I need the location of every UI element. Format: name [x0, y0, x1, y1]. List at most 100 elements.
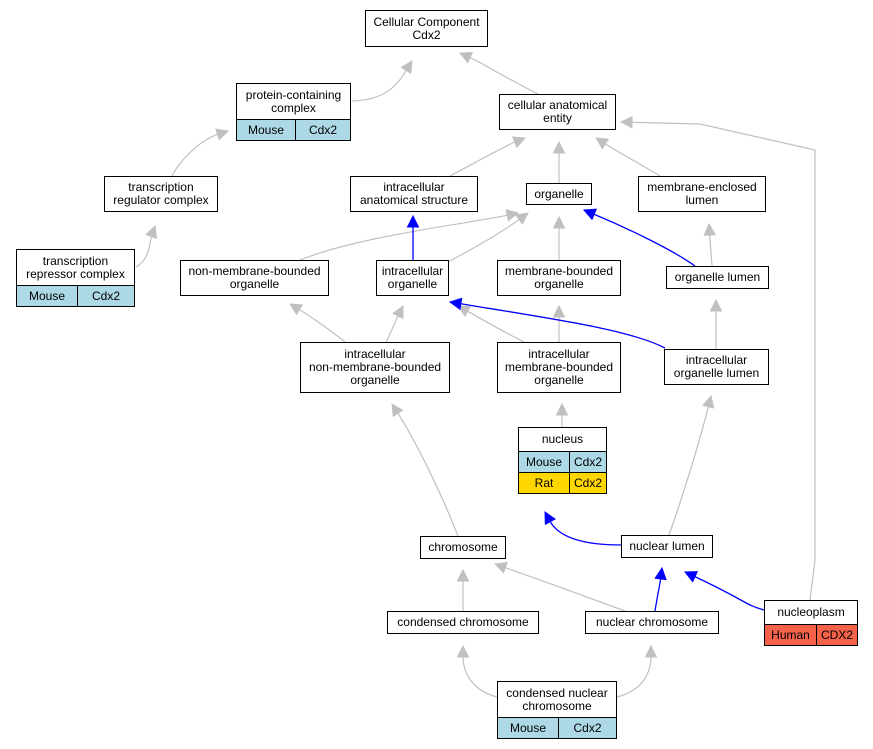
edge-condensed-nuclear-chromosome-to-condensed-chromosome-line	[462, 655, 498, 698]
edge-nuclear-chromosome-to-chromosome	[493, 561, 626, 612]
node-label-line: cellular anatomical	[507, 98, 608, 112]
edge-intracellular-membrane-bounded-organelle-to-membrane-bounded-organelle-arrowhead	[552, 304, 566, 318]
edge-non-membrane-bounded-organelle-to-organelle-line	[299, 214, 509, 261]
node-label-line: transcription	[42, 253, 109, 268]
node-label-line: organelle	[534, 373, 584, 387]
edge-intracellular-organelle-lumen-to-intracellular-organelle-arrowhead	[448, 297, 463, 311]
edge-transcription-regulator-complex-to-protein-containing-complex	[171, 128, 230, 177]
edge-transcription-regulator-complex-to-protein-containing-complex-arrowhead	[215, 128, 230, 141]
node-label-line: protein-containing	[245, 87, 342, 102]
node-label-line: membrane-bounded	[504, 360, 614, 374]
edge-organelle-to-cellular-anatomical-entity-arrowhead	[552, 140, 566, 154]
node-chromosome[interactable]: chromosome	[420, 536, 506, 559]
edge-intracellular-non-membrane-bounded-organelle-to-non-membrane-bounded-organelle-line	[298, 308, 346, 343]
edge-nuclear-lumen-to-intracellular-organelle-lumen-line	[668, 405, 710, 536]
node-label-line: organelle lumen	[673, 366, 760, 380]
node-label-line: non-membrane-bounded	[188, 264, 321, 278]
node-label-line: organelle	[229, 277, 280, 291]
edge-intracellular-anatomical-structure-to-cellular-anatomical-entity	[449, 136, 527, 177]
edge-chromosome-to-intracellular-non-membrane-bounded-organelle	[391, 403, 459, 537]
edge-nucleoplasm-to-cellular-anatomical-entity-arrowhead	[619, 115, 633, 129]
edge-intracellular-organelle-lumen-to-intracellular-organelle	[448, 297, 666, 349]
gene-label: Cdx2	[569, 473, 606, 493]
gene-label: Cdx2	[77, 286, 134, 306]
edge-membrane-enclosed-lumen-to-cellular-anatomical-entity-line	[604, 142, 661, 177]
edge-organelle-lumen-to-organelle-arrowhead	[582, 208, 598, 221]
species-label: Mouse	[525, 454, 563, 469]
edge-organelle-to-cellular-anatomical-entity	[552, 140, 566, 184]
edge-membrane-enclosed-lumen-to-cellular-anatomical-entity	[595, 137, 661, 177]
node-label-line: nuclear lumen	[629, 539, 705, 553]
edge-nucleoplasm-to-nuclear-lumen	[683, 571, 765, 611]
edge-protein-containing-complex-to-cellular-component	[351, 60, 413, 102]
edge-intracellular-organelle-lumen-to-intracellular-organelle-line	[459, 302, 666, 349]
node-label-line: intracellular	[383, 180, 445, 194]
edge-intracellular-organelle-lumen-to-organelle-lumen-arrowhead	[709, 298, 723, 312]
node-organelle-lumen[interactable]: organelle lumen	[666, 266, 769, 289]
edge-organelle-lumen-to-membrane-enclosed-lumen-line	[709, 233, 713, 267]
edge-intracellular-membrane-bounded-organelle-to-membrane-bounded-organelle	[552, 304, 566, 343]
gene-label: Cdx2	[295, 120, 350, 140]
node-nuclear-lumen[interactable]: nuclear lumen	[621, 535, 713, 558]
node-label-line: organelle	[387, 277, 438, 291]
node-label-line: organelle	[350, 373, 400, 387]
edge-intracellular-non-membrane-bounded-organelle-to-intracellular-organelle-arrowhead	[392, 304, 404, 320]
node-label-line: nuclear chromosome	[595, 615, 709, 629]
edge-organelle-lumen-to-membrane-enclosed-lumen	[703, 222, 717, 267]
edge-transcription-regulator-complex-to-protein-containing-complex-line	[171, 133, 219, 177]
edge-membrane-bounded-organelle-to-organelle	[552, 215, 566, 261]
edge-organelle-lumen-to-organelle-line	[592, 213, 696, 267]
edge-condensed-nuclear-chromosome-to-condensed-chromosome-arrowhead	[456, 644, 470, 658]
edge-nuclear-chromosome-to-nuclear-lumen-line	[654, 577, 662, 612]
edge-intracellular-non-membrane-bounded-organelle-to-non-membrane-bounded-organelle	[289, 303, 346, 343]
edge-intracellular-organelle-to-organelle-line	[447, 218, 521, 263]
node-label-line: intracellular	[528, 347, 590, 361]
node-condensed-chromosome[interactable]: condensed chromosome	[387, 611, 539, 634]
edge-intracellular-membrane-bounded-organelle-to-intracellular-organelle	[457, 305, 525, 343]
edge-intracellular-membrane-bounded-organelle-to-intracellular-organelle-arrowhead	[457, 305, 472, 318]
edge-cellular-anatomical-entity-to-cellular-component-arrowhead	[458, 51, 474, 64]
edge-intracellular-organelle-to-organelle-arrowhead	[515, 212, 529, 225]
edge-nucleoplasm-to-nuclear-lumen-line	[693, 575, 765, 611]
edge-non-membrane-bounded-organelle-to-organelle	[299, 209, 520, 261]
node-organelle[interactable]: organelle	[526, 183, 592, 205]
node-label: nucleoplasm	[765, 601, 857, 624]
edge-organelle-lumen-to-organelle	[582, 208, 696, 267]
edge-transcription-repressor-complex-to-transcription-regulator-complex	[135, 224, 158, 268]
edge-condensed-chromosome-to-chromosome-arrowhead	[456, 568, 470, 582]
node-label-line: transcription	[128, 180, 194, 194]
gene-label: Cdx2	[558, 718, 616, 738]
species-label: Mouse	[509, 720, 547, 735]
node-nuclear-chromosome[interactable]: nuclear chromosome	[585, 611, 719, 634]
